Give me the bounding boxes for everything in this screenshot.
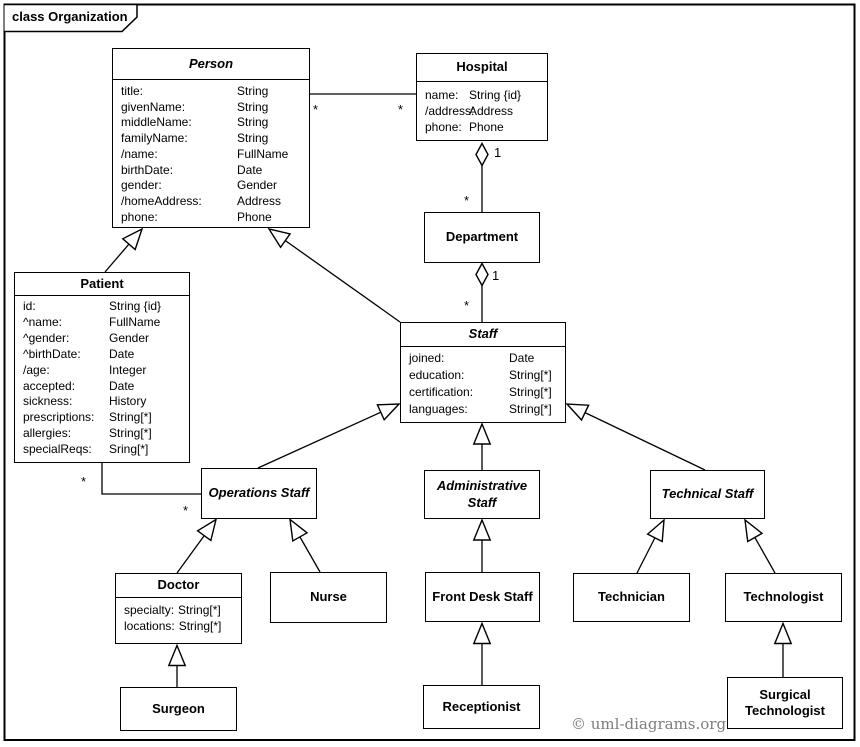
generalization-operations-staff-staff: [257, 403, 401, 469]
generalization-nurse-operations-staff: [289, 517, 321, 573]
attribute: ^name:FullName: [23, 314, 161, 329]
class-name: Doctor: [157, 577, 200, 593]
attribute: ^gender:Gender: [23, 330, 150, 345]
attribute: name:String {id}: [425, 88, 522, 102]
class-name: Patient: [80, 275, 124, 291]
attribute: familyName:String: [121, 131, 269, 146]
class-name: Technologist: [743, 589, 824, 605]
attribute: allergies:String[*]: [23, 426, 152, 441]
class-doctor: Doctor specialty:String[*] locations:Str…: [115, 573, 242, 644]
class-name: Receptionist: [442, 698, 521, 714]
class-name: Front Desk Staff: [432, 588, 533, 604]
attribute-compartment: joined:Date education:String[*] certific…: [401, 346, 565, 418]
generalization-technician-technical: [636, 518, 665, 574]
attribute: accepted:Date: [23, 378, 135, 393]
class-front-desk-staff: Front Desk Staff: [425, 572, 540, 622]
generalization-staff-person: [267, 227, 401, 323]
class-name: Surgeon: [152, 700, 205, 716]
class-department: Department: [424, 212, 540, 263]
multiplicity-label: *: [313, 102, 318, 117]
attribute: /name:FullName: [121, 146, 289, 161]
class-technician: Technician: [573, 573, 690, 622]
attribute: certification:String[*]: [409, 385, 552, 399]
class-name: Surgical Technologist: [745, 686, 825, 718]
class-surgeon: Surgeon: [120, 687, 237, 731]
generalization-technologist-technical: [744, 518, 776, 574]
frame-title: class Organization: [12, 9, 128, 24]
attribute: ^birthDate:Date: [23, 346, 135, 361]
attribute: phone:Phone: [425, 120, 504, 135]
class-hospital: Hospital name:String {id} /address:Addre…: [416, 53, 548, 141]
class-patient: Patient id:String {id} ^name:FullName ^g…: [14, 272, 190, 463]
class-name: Department: [445, 229, 519, 245]
attribute: joined:Date: [409, 351, 535, 365]
class-staff: Staff joined:Date education:String[*] ce…: [400, 322, 566, 423]
attribute: /homeAddress:Address: [121, 193, 282, 208]
class-name: Person: [188, 55, 234, 71]
class-name: Nurse: [310, 589, 347, 605]
attribute-compartment: specialty:String[*] locations:String[*]: [116, 597, 241, 634]
multiplicity-label: *: [398, 102, 403, 117]
generalization-patient-person: [104, 227, 144, 273]
class-name: Technician: [598, 589, 665, 605]
multiplicity-label: 1: [492, 268, 499, 283]
attribute: birthDate:Date: [121, 162, 263, 177]
class-name: Administrative Staff: [436, 478, 528, 510]
class-technologist: Technologist: [725, 573, 842, 622]
attribute: phone:Phone: [121, 209, 272, 224]
multiplicity-label: *: [183, 503, 188, 518]
attribute-compartment: name:String {id} /address:Address phone:…: [417, 81, 547, 136]
generalization-technical-staff-staff: [565, 403, 706, 471]
attribute: id:String {id}: [23, 299, 162, 313]
frame-tab: [4, 3, 138, 33]
attribute: specialReqs:Sring[*]: [23, 442, 149, 457]
attribute: gender:Gender: [121, 178, 278, 193]
class-technical-staff: Technical Staff: [650, 470, 765, 519]
class-operations-staff: Operations Staff: [201, 468, 317, 519]
class-name: Hospital: [456, 59, 508, 75]
attribute: prescriptions:String[*]: [23, 410, 152, 425]
attribute: education:String[*]: [409, 368, 552, 382]
multiplicity-label: *: [464, 298, 469, 313]
frame-border: [3, 3, 856, 741]
class-receptionist: Receptionist: [423, 685, 540, 729]
attribute: title:String: [121, 84, 269, 98]
class-nurse: Nurse: [270, 572, 387, 623]
attribute: specialty:String[*]: [124, 603, 221, 617]
attribute-compartment: title:String givenName:String middleName…: [113, 79, 309, 225]
multiplicity-label: 1: [494, 145, 501, 160]
multiplicity-label: *: [464, 193, 469, 208]
watermark-text: © uml-diagrams.org: [571, 715, 727, 733]
generalization-doctor-operations-staff: [176, 518, 218, 574]
class-name: Operations Staff: [208, 485, 310, 501]
attribute: sickness:History: [23, 394, 147, 409]
attribute: /address:Address: [425, 104, 514, 119]
multiplicity-label: *: [81, 474, 86, 489]
class-person: Person title:String givenName:String mid…: [112, 48, 310, 228]
class-name: Staff: [468, 326, 498, 342]
class-name: Technical Staff: [661, 486, 754, 502]
attribute: middleName:String: [121, 115, 269, 130]
attribute-compartment: id:String {id} ^name:FullName ^gender:Ge…: [15, 295, 189, 458]
class-administrative-staff: Administrative Staff: [424, 470, 540, 519]
attribute: givenName:String: [121, 99, 269, 114]
attribute: locations:String[*]: [124, 619, 222, 633]
class-surgical-technologist: Surgical Technologist: [727, 677, 843, 729]
attribute: languages:String[*]: [409, 402, 552, 416]
association-patient-operations-staff: [101, 463, 201, 495]
attribute: /age:Integer: [23, 362, 147, 377]
